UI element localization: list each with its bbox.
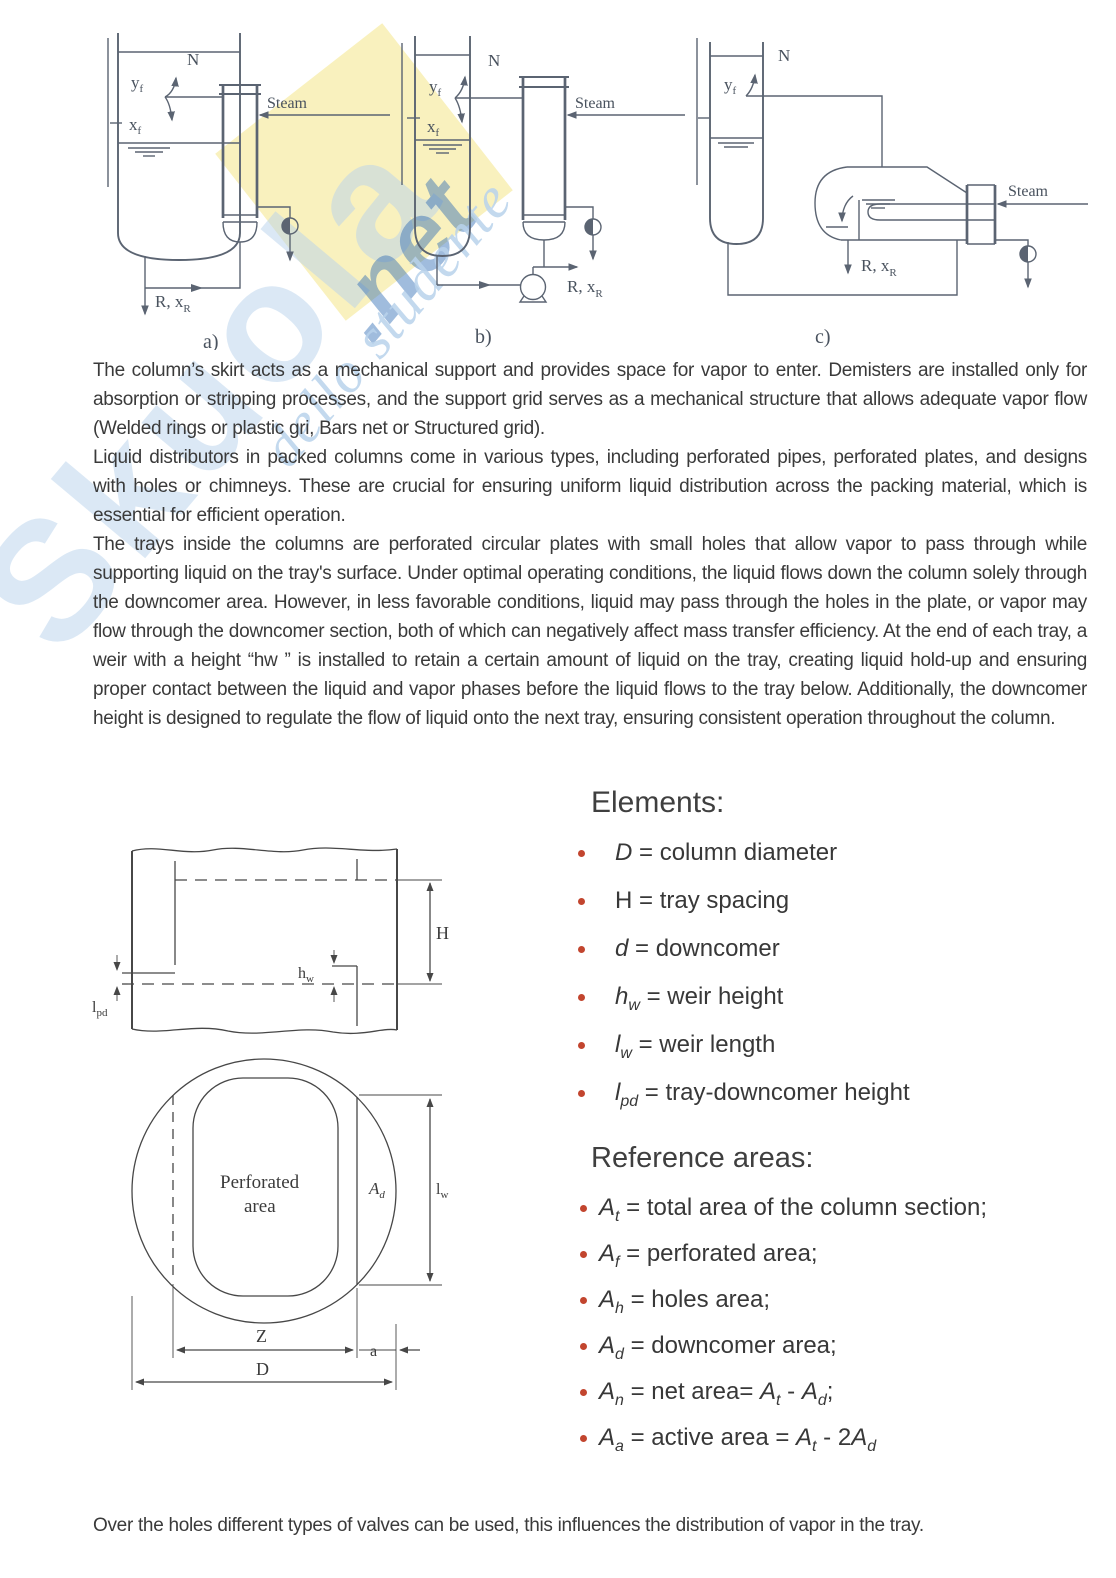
feed-branch [454, 75, 523, 124]
figure-a-column-reboiler-diagram: N yf xf Steam R, xR a) [107, 33, 390, 350]
bottoms-piping [141, 248, 241, 316]
label-perforated-area: Perforated [220, 1172, 300, 1193]
closing-line: Over the holes different types of valves… [93, 1515, 924, 1536]
valve-symbol [257, 206, 299, 262]
reference-areas-title: Reference areas: [591, 1142, 814, 1174]
bullet-icon [580, 1434, 587, 1442]
body-paragraph: The trays inside the columns are perfora… [93, 534, 1087, 729]
list-item: Ah = holes area; [565, 1286, 1116, 1316]
list-item: At = total area of the column section; [565, 1194, 1116, 1224]
tray-side-view: H hw lpd [92, 847, 449, 1035]
figure-caption-a: a) [203, 331, 219, 350]
vapor-line [745, 73, 883, 167]
valve-symbol [995, 239, 1037, 289]
bullet-icon [578, 1041, 585, 1049]
bullet-icon [580, 1388, 587, 1396]
list-item: Aa = active area = At - 2Ad [565, 1424, 1116, 1454]
label-yf: yf [429, 77, 442, 99]
list-item: H = tray spacing [565, 887, 1116, 915]
label-n: N [778, 46, 790, 65]
label-diameter-d: D [256, 1359, 269, 1379]
bullet-icon [580, 1296, 587, 1304]
definitions-panel: Elements: D = column diameter H = tray sp… [565, 786, 1116, 1470]
body-paragraph: Liquid distributors in packed columns co… [93, 447, 1087, 526]
body-text: The column’s skirt acts as a mechanical … [93, 356, 1087, 733]
label-xf: xf [427, 117, 440, 139]
figure-caption-c: c) [815, 326, 831, 348]
bullet-icon [578, 849, 585, 857]
label-yf: yf [131, 73, 144, 95]
label-steam: Steam [1008, 183, 1049, 200]
elements-list: D = column diameter H = tray spacing d = d… [565, 839, 1116, 1109]
valve-symbol [565, 206, 602, 261]
elements-title: Elements: [591, 786, 725, 819]
label-n: N [488, 51, 500, 70]
label-n: N [187, 50, 199, 69]
list-item: Af = perforated area; [565, 1240, 1116, 1270]
reboiler-vessel [519, 76, 569, 241]
column-vessel [401, 36, 471, 257]
perforated-area-region [192, 1077, 339, 1297]
label-steam: Steam [267, 95, 308, 112]
figure-caption-b: b) [475, 326, 492, 348]
list-item: lpd = tray-downcomer height [565, 1079, 1116, 1109]
feed-branch [164, 76, 223, 122]
label-perforated-area-2: area [244, 1196, 276, 1217]
label-tray-downcomer-lpd: lpd [92, 999, 108, 1019]
reboiler-vessel [219, 84, 261, 248]
bullet-icon [580, 1250, 587, 1258]
list-item: D = column diameter [565, 839, 1116, 867]
bottoms-piping [727, 240, 958, 296]
list-item: d = downcomer [565, 935, 1116, 963]
tray-top-view: Perforated area Ad lw Z a D [131, 1058, 448, 1390]
body-paragraph: The column’s skirt acts as a mechanical … [93, 360, 1087, 439]
bullet-icon [580, 1204, 587, 1212]
label-a-gap: a [370, 1343, 377, 1360]
list-item: lw = weir length [565, 1031, 1116, 1061]
label-weir-length-lw: lw [436, 1181, 448, 1201]
kettle-reboiler [814, 166, 997, 245]
column-vessel [696, 38, 764, 245]
label-weir-height-hw: hw [298, 965, 314, 985]
list-item: An = net area= At - Ad; [565, 1378, 1116, 1408]
label-r-xr: R, xR [155, 292, 191, 315]
label-r-xr: R, xR [861, 256, 897, 279]
label-downcomer-area-ad: Ad [368, 1179, 385, 1201]
figure-c-kettle-reboiler-diagram: N yf Steam R, xR c) [696, 38, 1088, 348]
label-z-width: Z [256, 1326, 267, 1346]
list-item: hw = weir height [565, 983, 1116, 1013]
bullet-icon [578, 897, 585, 905]
list-item: Ad = downcomer area; [565, 1332, 1116, 1362]
bullet-icon [578, 945, 585, 953]
reference-areas-list: At = total area of the column section; Af… [565, 1194, 1116, 1454]
label-xf: xf [129, 115, 142, 137]
figure-b-column-pump-diagram: N yf xf Steam R, xR b) [401, 36, 685, 348]
tray-geometry-diagram: H hw lpd Perforated area Ad lw Z a [92, 847, 449, 1390]
label-tray-spacing-h: H [436, 923, 449, 943]
label-steam: Steam [575, 95, 616, 112]
pump-and-piping [436, 240, 579, 303]
bullet-icon [580, 1342, 587, 1350]
column-vessel [107, 33, 241, 261]
bullet-icon [578, 1089, 585, 1097]
label-yf: yf [724, 75, 737, 97]
label-r-xr: R, xR [567, 277, 603, 300]
bullet-icon [578, 993, 585, 1001]
